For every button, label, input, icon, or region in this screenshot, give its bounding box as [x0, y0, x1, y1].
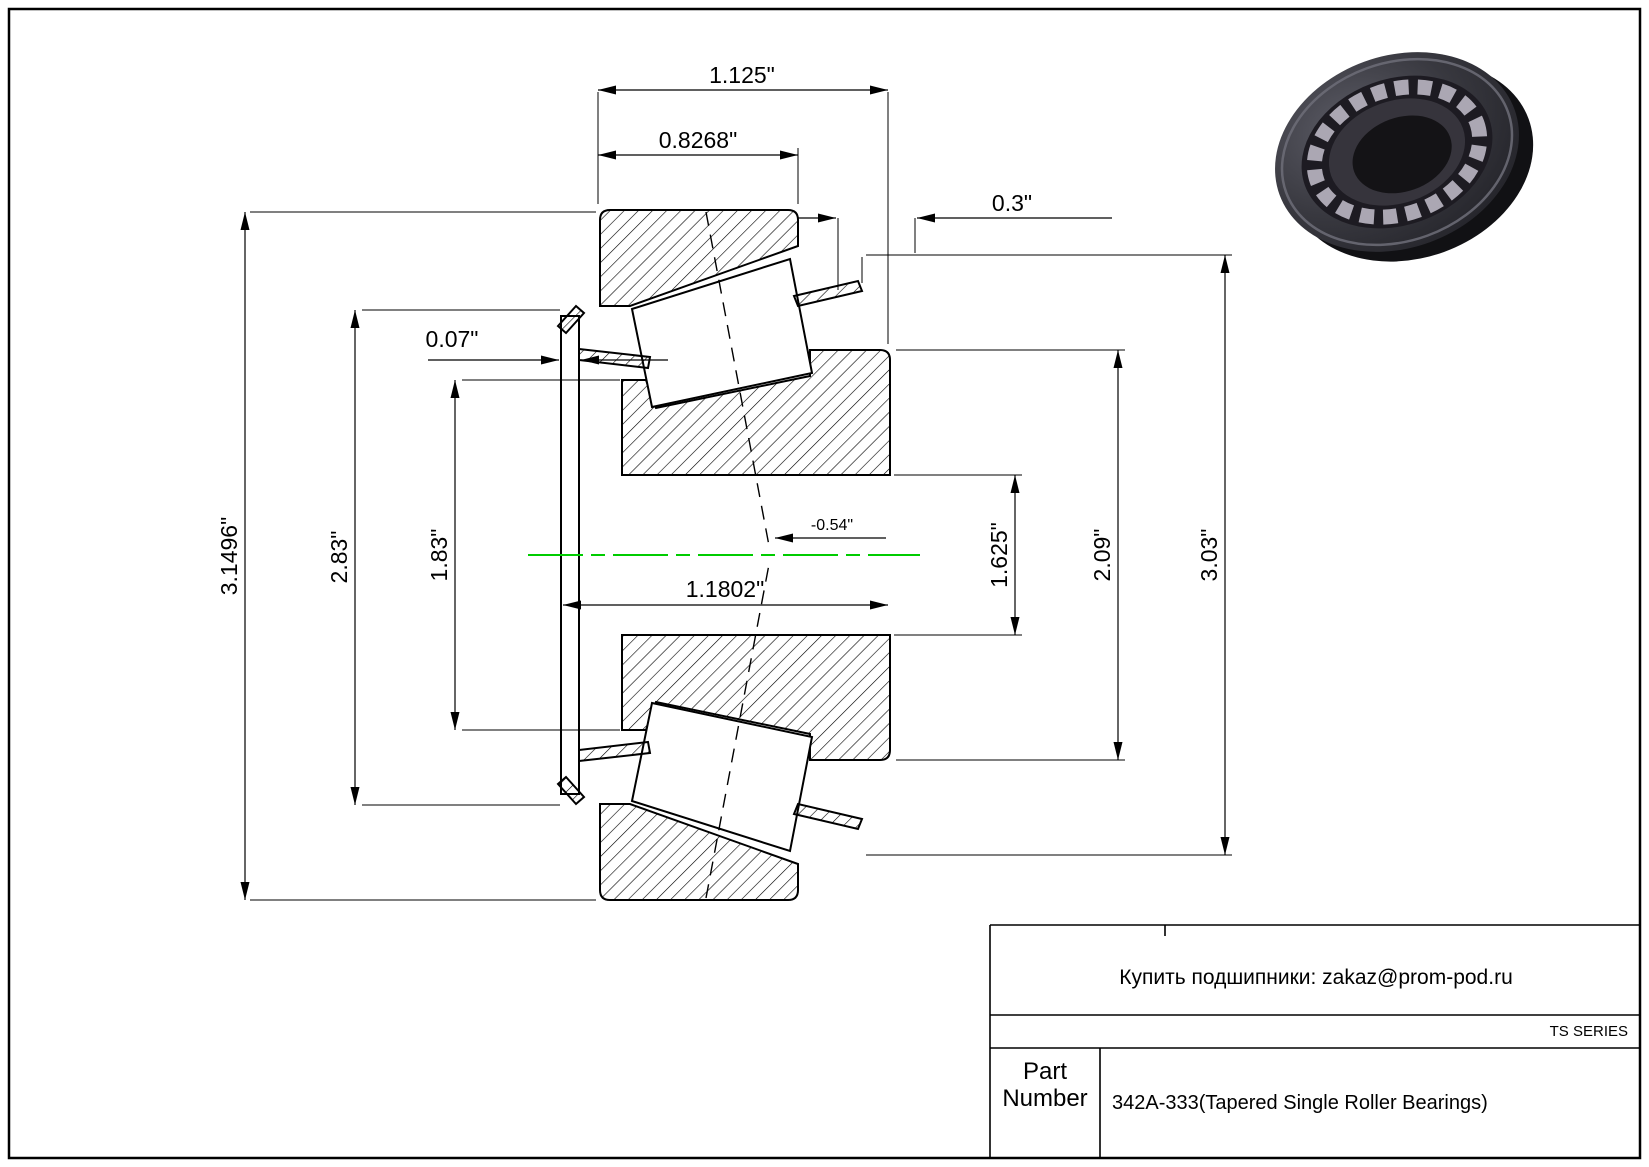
dim-center-offset-label: -0.54" — [811, 517, 853, 534]
cone-section-top — [621, 349, 891, 476]
cup-section-bottom — [599, 803, 799, 901]
dim-center-offset: -0.54" — [775, 517, 886, 543]
dim-flange-thickness-label: 0.07" — [426, 326, 479, 352]
series-label: TS SERIES — [1549, 1023, 1628, 1040]
dim-back-rib-od-label: 2.09" — [1089, 529, 1115, 582]
cage-top-left — [578, 347, 652, 370]
bearing-cross-section — [528, 209, 920, 901]
dim-cone-width: 1.1802" — [563, 576, 888, 610]
roller-axis-top — [705, 211, 771, 552]
cage-top-right — [792, 279, 864, 308]
part-number-label: Part Number — [1002, 1058, 1088, 1112]
dim-bore-label: 1.625" — [986, 522, 1012, 588]
dim-back-offset: 0.3" — [798, 190, 1112, 290]
flange-tip-top — [556, 304, 586, 335]
dim-flange-od: 3.1496" — [216, 211, 596, 901]
title-block-frame — [989, 924, 1641, 1158]
roller-top — [630, 257, 814, 409]
flange-tip-bottom — [556, 775, 586, 806]
dim-back-offset-label: 0.3" — [992, 190, 1032, 216]
bearing-photo-bore — [1352, 115, 1452, 194]
dim-bore: 1.625" — [894, 474, 1022, 636]
contact-text: Купить подшипники: zakaz@prom-pod.ru — [1119, 966, 1513, 989]
cage-bottom-right — [792, 802, 864, 831]
dim-back-rib-od: 2.09" — [896, 349, 1125, 761]
dim-front-rib-od: 1.83" — [426, 379, 620, 731]
dim-cup-od-label: 3.03" — [1196, 529, 1222, 582]
dim-flange-od-label: 3.1496" — [216, 517, 242, 596]
cage-bottom-left — [578, 740, 652, 763]
dim-front-rib-od-label: 1.83" — [426, 529, 452, 582]
part-number-value: 342A-333(Tapered Single Roller Bearings) — [1112, 1092, 1488, 1114]
roller-axis-bottom — [705, 558, 771, 899]
dimensions: 3.1496" 2.83" 1.83" 1.625" 2 — [216, 62, 1232, 901]
dim-top-width-label: 1.125" — [709, 62, 775, 88]
bearing-photo-rollers — [1306, 79, 1488, 225]
cup-section-top — [599, 209, 799, 307]
dim-cup-front-width-label: 0.8268" — [659, 127, 738, 153]
roller-bottom — [630, 701, 814, 853]
dim-flange-thickness: 0.07" — [426, 326, 668, 365]
page-border — [7, 7, 1642, 1160]
dim-rib-ring-od-label: 2.83" — [326, 531, 352, 584]
dim-top-width: 1.125" — [597, 62, 889, 344]
dim-cone-width-label: 1.1802" — [686, 576, 765, 602]
dim-cup-od: 3.03" — [861, 254, 1232, 856]
bearing-photo — [1275, 52, 1534, 262]
dim-cup-front-width: 0.8268" — [598, 127, 799, 204]
dim-rib-ring-od: 2.83" — [326, 309, 560, 806]
cone-section-bottom — [621, 634, 891, 761]
bearing-photo-chamfer — [1280, 57, 1514, 247]
